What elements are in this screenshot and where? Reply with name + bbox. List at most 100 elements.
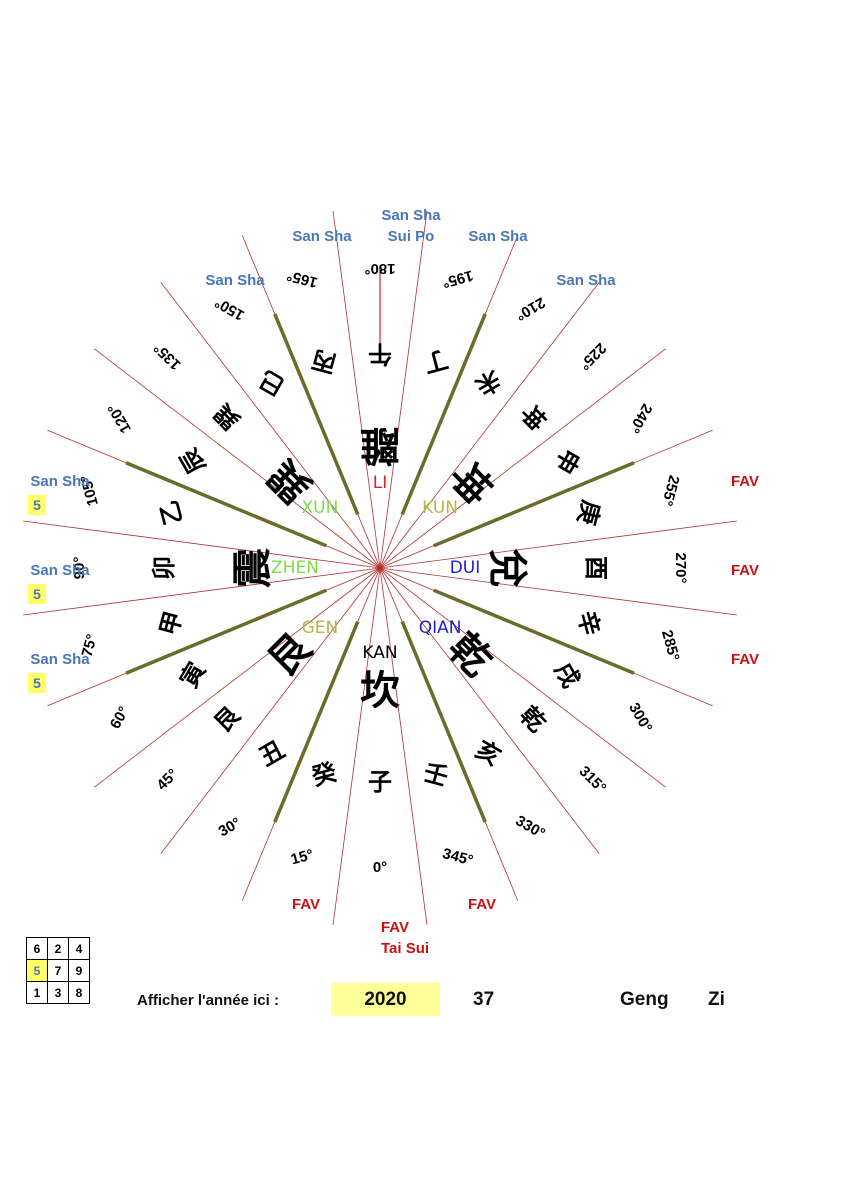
- mountain-label: 壬: [421, 758, 451, 791]
- fav-label: FAV: [292, 896, 320, 913]
- palace-divider: [125, 588, 328, 675]
- grid-cell: 3: [47, 981, 69, 1004]
- heavenly-stem: Geng: [620, 989, 669, 1010]
- degree-label: 255°: [658, 473, 682, 507]
- trigram-char: 坎: [360, 668, 400, 714]
- palace-divider: [273, 313, 360, 516]
- trigram-char: 兌: [484, 548, 530, 588]
- sui-po-label: Sui Po: [388, 228, 435, 245]
- sector-line: [379, 567, 600, 854]
- tai-sui-label: Tai Sui: [381, 940, 429, 957]
- degree-label: 75°: [79, 632, 101, 658]
- degree-label: 150°: [212, 294, 247, 324]
- grid-row: 5 7 9: [26, 959, 90, 982]
- grid-row: 1 3 8: [26, 981, 90, 1004]
- sector-line: [160, 567, 381, 854]
- sector-line: [94, 348, 381, 569]
- degree-label: 210°: [513, 294, 548, 324]
- san-sha-label: San Sha: [468, 228, 528, 245]
- sector-line: [160, 282, 381, 569]
- degree-label: 135°: [151, 339, 185, 373]
- sector-line: [379, 567, 737, 616]
- trigram-name: QIAN: [419, 618, 462, 638]
- earthly-branch: Zi: [708, 989, 725, 1010]
- sector-line: [23, 567, 381, 616]
- mountain-label: 巽: [209, 398, 246, 435]
- san-sha-label: San Sha: [30, 473, 90, 490]
- flying-star-grid: 6 2 4 5 7 9 1 3 8: [26, 937, 90, 1004]
- sector-line: [332, 211, 381, 569]
- mountain-label: 酉: [582, 556, 610, 580]
- grid-cell: 4: [68, 937, 90, 960]
- sector-line: [379, 211, 428, 569]
- san-sha-label: San Sha: [30, 651, 90, 668]
- sector-line: [94, 567, 381, 788]
- degree-label: 45°: [153, 766, 181, 794]
- sector-line: [379, 567, 666, 788]
- grid-cell: 1: [26, 981, 48, 1004]
- sector-line: [379, 282, 600, 569]
- sector-line: [379, 348, 666, 569]
- trigram-name: DUI: [450, 558, 481, 578]
- annual-star-badge: 5: [28, 673, 46, 693]
- degree-label: 165°: [285, 267, 319, 291]
- mountain-label: 申: [549, 444, 585, 479]
- degree-label: 195°: [441, 267, 475, 291]
- palace-divider: [432, 461, 635, 548]
- mountain-label: 艮: [209, 700, 246, 737]
- mountain-label: 巳: [255, 365, 290, 401]
- trigram-name: ZHEN: [271, 558, 319, 578]
- grid-row: 6 2 4: [26, 937, 90, 960]
- degree-label: 345°: [441, 845, 475, 869]
- mountain-label: 辰: [175, 444, 211, 479]
- trigram-name: KAN: [362, 643, 397, 663]
- mountain-label: 子: [368, 768, 392, 796]
- year-label: Afficher l'année ici :: [137, 992, 279, 1009]
- palace-divider: [400, 620, 487, 823]
- grid-cell: 2: [47, 937, 69, 960]
- trigram-char: 離: [360, 422, 400, 468]
- grid-cell: 8: [68, 981, 90, 1004]
- san-sha-label: San Sha: [556, 272, 616, 289]
- degree-label: 270°: [672, 552, 689, 583]
- annual-star-badge: 5: [28, 495, 46, 515]
- grid-cell: 6: [26, 937, 48, 960]
- mountain-label: 戌: [549, 658, 585, 693]
- trigram-name: LI: [373, 473, 388, 493]
- mountain-label: 丑: [255, 735, 290, 771]
- age-value: 37: [473, 989, 495, 1010]
- grid-cell: 7: [47, 959, 69, 982]
- san-sha-label: San Sha: [292, 228, 352, 245]
- mountain-label: 辛: [572, 608, 605, 638]
- mountain-label: 午: [368, 340, 392, 368]
- trigram-name: GEN: [302, 618, 339, 638]
- degree-label: 0°: [373, 859, 387, 876]
- san-sha-label: San Sha: [205, 272, 265, 289]
- grid-cell: 9: [68, 959, 90, 982]
- sector-line: [332, 567, 381, 925]
- palace-divider: [273, 620, 360, 823]
- mountain-label: 丙: [309, 345, 339, 378]
- trigram-name: KUN: [422, 498, 458, 518]
- degree-label: 90°: [71, 557, 88, 580]
- degree-label: 315°: [576, 763, 610, 797]
- degree-label: 300°: [625, 700, 655, 735]
- palace-divider: [125, 461, 328, 548]
- fav-label: FAV: [468, 896, 496, 913]
- trigram-char: 震: [230, 548, 276, 588]
- palace-divider: [400, 313, 487, 516]
- fav-label: FAV: [731, 473, 759, 490]
- degree-label: 225°: [576, 339, 610, 373]
- san-sha-label: San Sha: [381, 207, 441, 224]
- year-input[interactable]: 2020: [331, 983, 440, 1016]
- mountain-label: 坤: [514, 398, 551, 435]
- mountain-label: 未: [471, 365, 506, 401]
- fav-label: FAV: [731, 651, 759, 668]
- degree-label: 330°: [513, 812, 548, 842]
- grid-cell-highlighted: 5: [26, 959, 48, 982]
- degree-label: 120°: [105, 401, 135, 436]
- mountain-label: 亥: [471, 735, 506, 771]
- mountain-label: 丁: [421, 345, 451, 378]
- degree-label: 30°: [216, 814, 244, 840]
